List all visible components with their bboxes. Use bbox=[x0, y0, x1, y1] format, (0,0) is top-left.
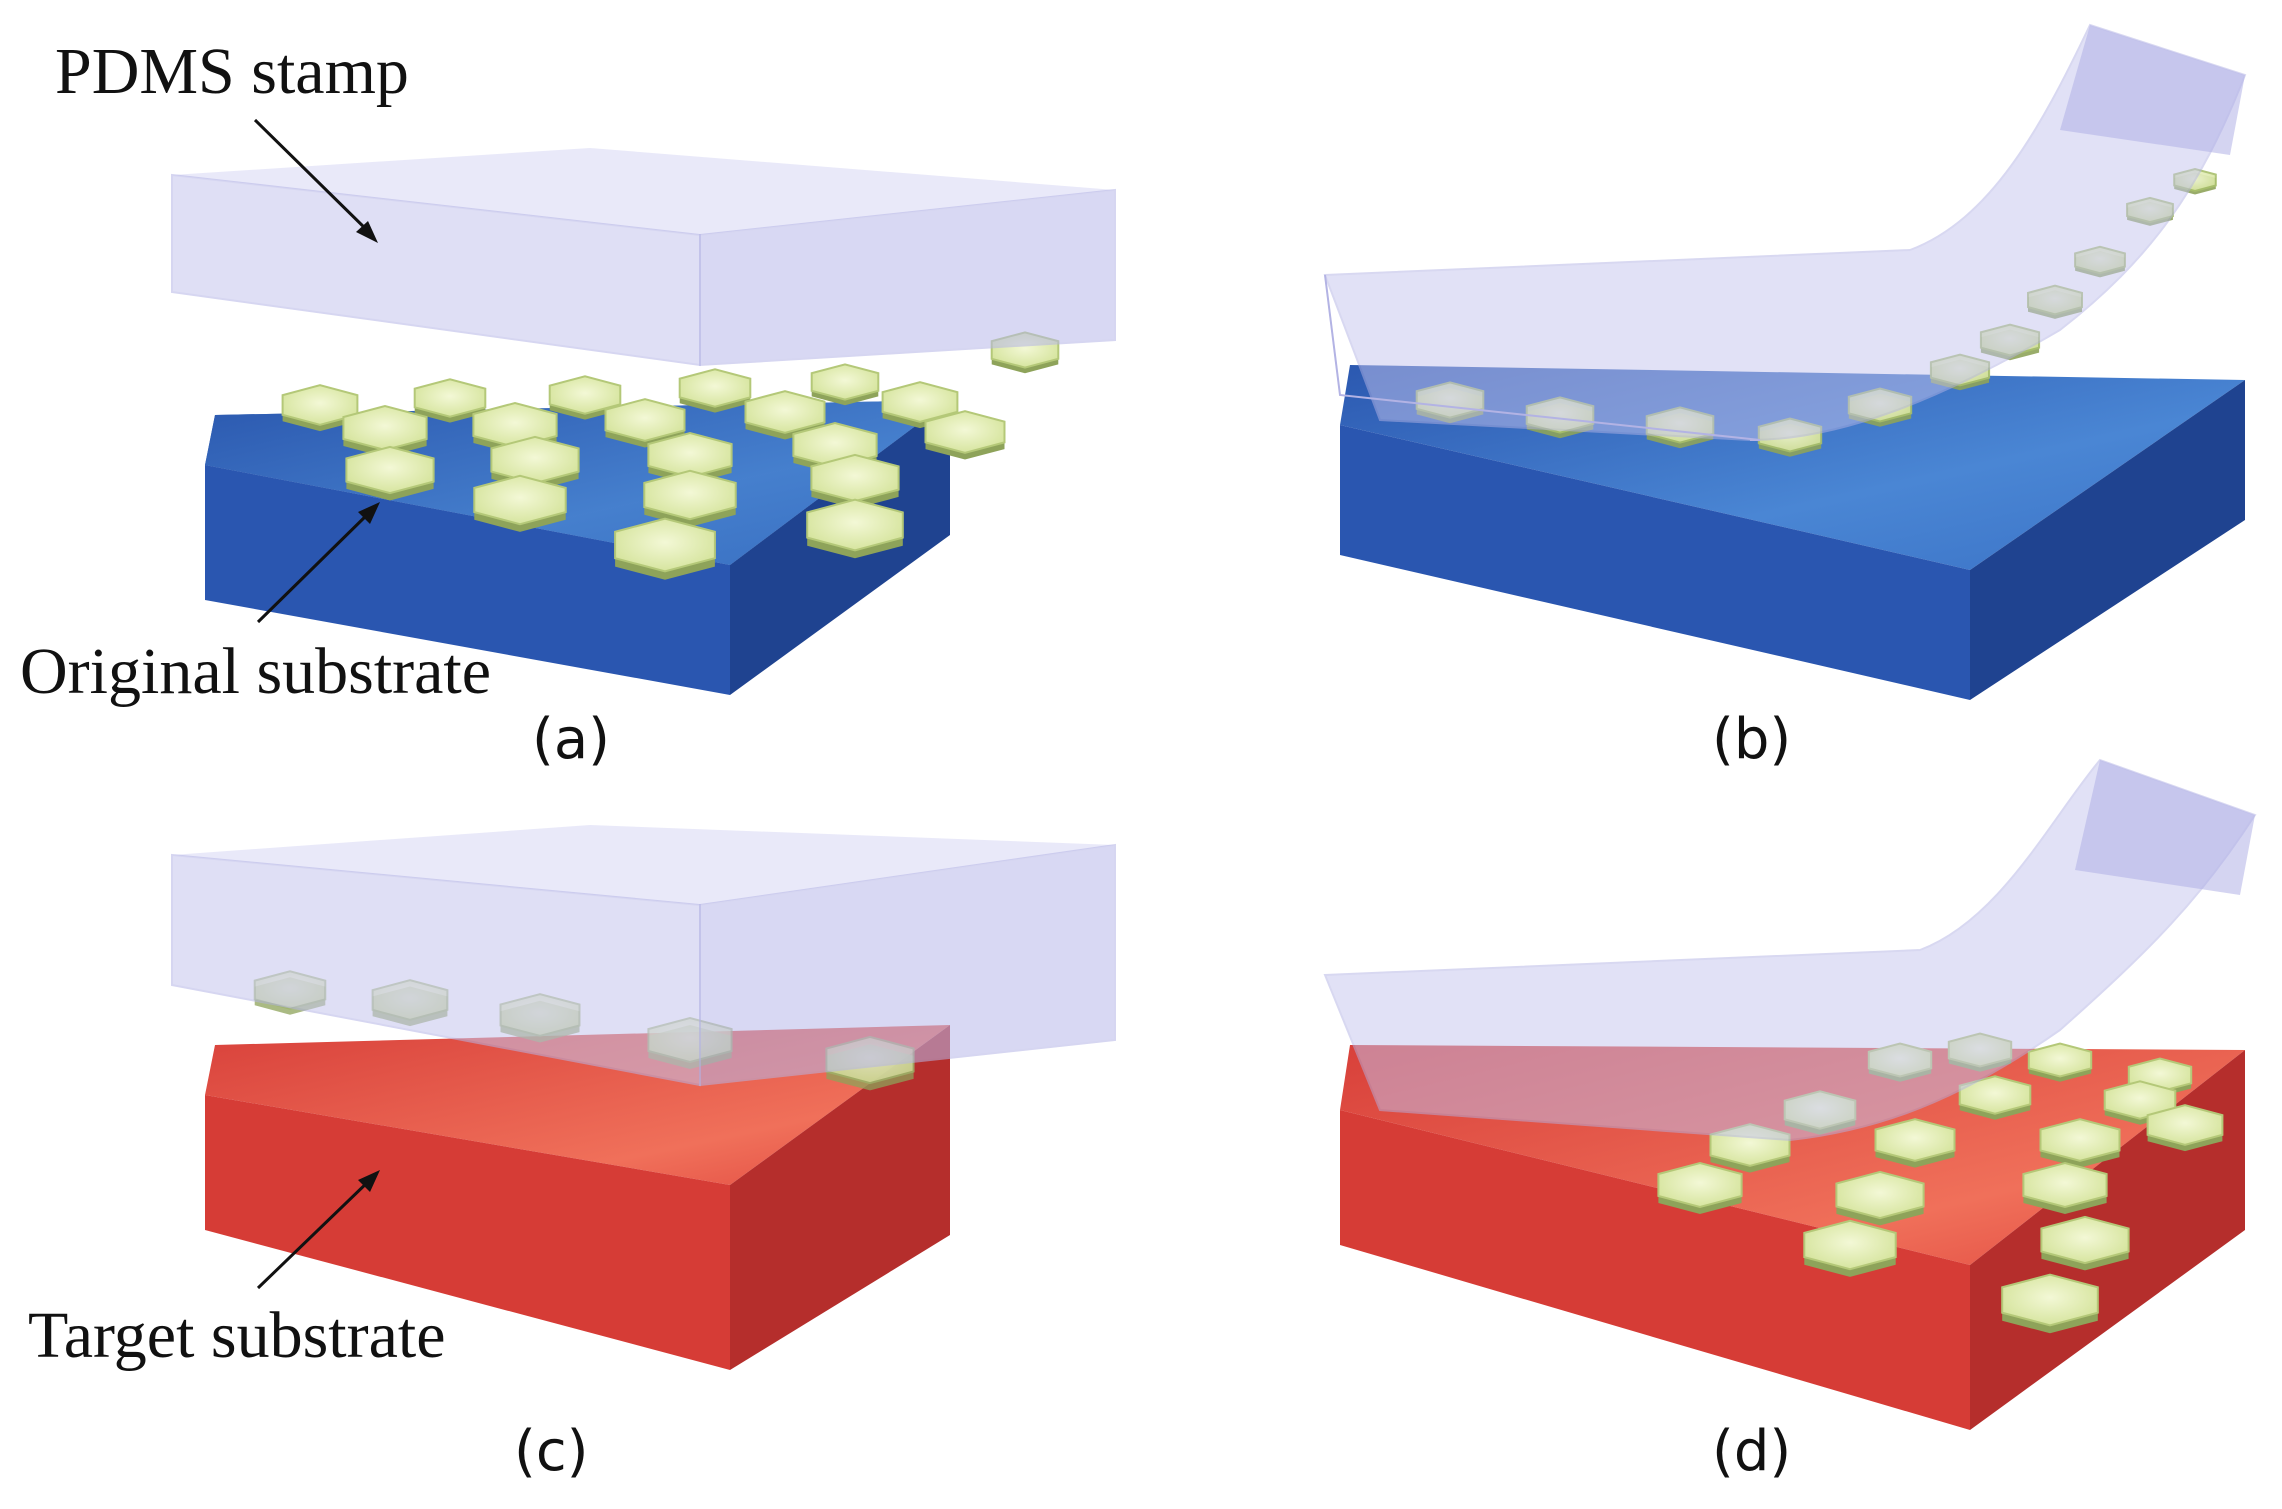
hexagon-structure bbox=[1835, 1170, 1925, 1220]
hexagon-structure bbox=[1657, 1161, 1743, 1209]
hexagon-structure bbox=[2001, 1273, 2099, 1327]
hexagon-structure bbox=[678, 368, 752, 408]
hexagon-structure bbox=[806, 498, 904, 552]
hexagon-structure bbox=[643, 469, 737, 521]
hexagon-structure bbox=[1803, 1219, 1897, 1271]
hexagon-structure bbox=[881, 381, 959, 423]
hexagon-structure bbox=[2103, 1080, 2177, 1120]
hexagon-structures bbox=[281, 331, 1060, 580]
hexagon-structure bbox=[2039, 1118, 2121, 1162]
hexagon-structure bbox=[345, 445, 435, 495]
panel-c: Target substrate (c) bbox=[28, 825, 1116, 1484]
pdms-stamp-block bbox=[171, 825, 1116, 1087]
hexagon-structure bbox=[924, 410, 1006, 454]
caption-a: (a) bbox=[532, 707, 610, 772]
hexagon-structure bbox=[413, 378, 487, 418]
original-substrate-arrow bbox=[256, 502, 380, 624]
hexagon-structure bbox=[2022, 1161, 2108, 1209]
hexagon-structure bbox=[548, 375, 622, 415]
hexagon-structure bbox=[1874, 1118, 1956, 1162]
original-substrate-label: Original substrate bbox=[20, 635, 491, 708]
hexagon-structure bbox=[604, 398, 686, 442]
caption-b: (b) bbox=[1712, 707, 1791, 772]
target-substrate-arrow bbox=[256, 1170, 380, 1290]
hexagon-structure bbox=[744, 390, 826, 434]
pdms-stamp-peeling bbox=[1323, 758, 2257, 1142]
hexagon-structure bbox=[614, 517, 716, 573]
hexagon-structure bbox=[810, 363, 880, 401]
hexagon-structure bbox=[281, 384, 359, 426]
pdms-stamp-arrow bbox=[253, 118, 378, 243]
target-substrate-label: Target substrate bbox=[28, 1299, 446, 1372]
hexagon-structure bbox=[2040, 1215, 2130, 1265]
caption-d: (d) bbox=[1712, 1419, 1791, 1484]
panel-b: (b) bbox=[1323, 23, 2247, 772]
pdms-stamp-block bbox=[171, 148, 1116, 367]
panel-a: PDMS stamp Original substrate (a) bbox=[20, 35, 1116, 772]
caption-c: (c) bbox=[514, 1419, 588, 1484]
hexagon-structure bbox=[2027, 1042, 2093, 1078]
pdms-stamp-label: PDMS stamp bbox=[55, 35, 409, 108]
hexagon-structure bbox=[473, 474, 567, 526]
panel-d: (d) bbox=[1323, 758, 2257, 1484]
pdms-stamp-peeling bbox=[1323, 23, 2247, 442]
hexagon-structure bbox=[2146, 1104, 2224, 1146]
